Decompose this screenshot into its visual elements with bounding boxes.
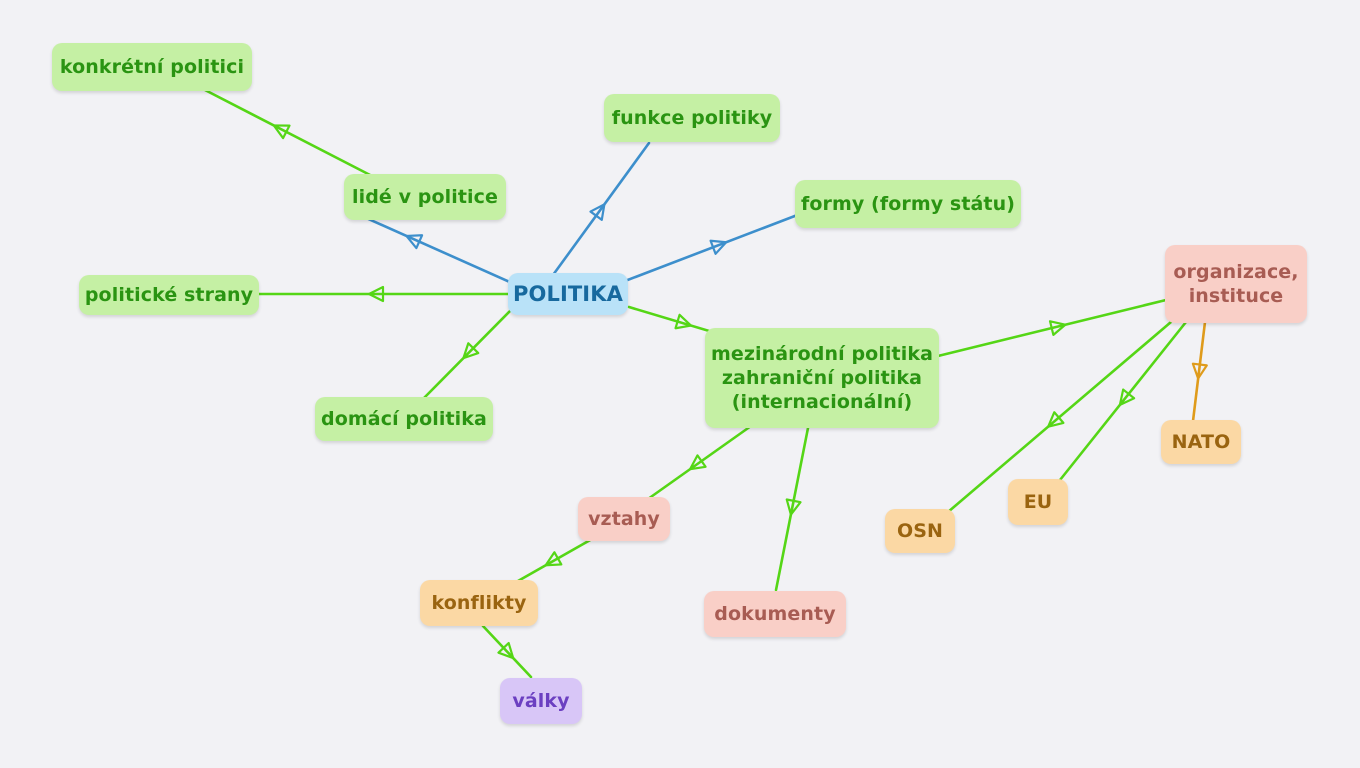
node-vztahy[interactable]: vztahy xyxy=(578,497,670,541)
node-osn[interactable]: OSN xyxy=(885,509,955,553)
node-eu[interactable]: EU xyxy=(1008,479,1068,525)
edge-organizace-instituce-to-nato xyxy=(1191,320,1208,423)
arrowhead xyxy=(272,124,291,140)
arrowhead xyxy=(544,551,563,567)
arrowhead xyxy=(1048,320,1067,336)
node-domaci-politika[interactable]: domácí politika xyxy=(315,397,493,441)
arrowhead xyxy=(785,498,802,516)
node-politika[interactable]: POLITIKA xyxy=(508,273,628,315)
edge-politika-to-politicke-strany xyxy=(256,285,510,303)
edge-mezinarodni-politika-to-organizace-instituce xyxy=(936,298,1168,358)
edge-politika-to-funkce-politiky xyxy=(551,141,651,277)
node-politicke-strany[interactable]: politické strany xyxy=(79,275,259,315)
node-konkretni-politici[interactable]: konkrétní politici xyxy=(52,43,252,91)
node-organizace-instituce[interactable]: organizace, instituce xyxy=(1165,245,1307,323)
arrowhead xyxy=(497,641,515,660)
edge-politika-to-lide-v-politice xyxy=(353,211,514,285)
arrowhead xyxy=(674,313,693,330)
arrowhead xyxy=(1191,362,1208,380)
arrowhead xyxy=(1047,411,1065,428)
node-lide-v-politice[interactable]: lidé v politice xyxy=(344,174,506,220)
edge-politika-to-formy-statu xyxy=(623,212,802,283)
arrowhead xyxy=(405,234,424,250)
edge-vztahy-to-konflikty xyxy=(516,537,594,583)
edge-konflikty-to-valky xyxy=(481,624,533,679)
edge-lide-v-politice-to-konkretni-politici xyxy=(203,88,374,178)
arrowhead xyxy=(1118,388,1136,406)
node-funkce-politiky[interactable]: funkce politiky xyxy=(604,94,780,142)
node-dokumenty[interactable]: dokumenty xyxy=(704,591,846,637)
edge-mezinarodni-politika-to-dokumenty xyxy=(774,426,810,592)
arrowhead xyxy=(688,454,707,471)
arrowhead xyxy=(367,285,385,303)
node-mezinarodni-politika[interactable]: mezinárodní politika zahraniční politika… xyxy=(705,328,939,428)
arrowhead xyxy=(709,239,728,255)
arrowhead xyxy=(589,203,606,221)
node-konflikty[interactable]: konflikty xyxy=(420,580,538,626)
edge-organizace-instituce-to-osn xyxy=(946,320,1173,514)
edge-organizace-instituce-to-eu xyxy=(1058,320,1188,482)
node-formy-statu[interactable]: formy (formy státu) xyxy=(795,180,1021,228)
arrowhead xyxy=(462,342,480,360)
edge-politika-to-domaci-politika xyxy=(422,307,514,400)
node-nato[interactable]: NATO xyxy=(1161,420,1241,464)
node-valky[interactable]: války xyxy=(500,678,582,724)
edge-mezinarodni-politika-to-vztahy xyxy=(646,424,753,501)
